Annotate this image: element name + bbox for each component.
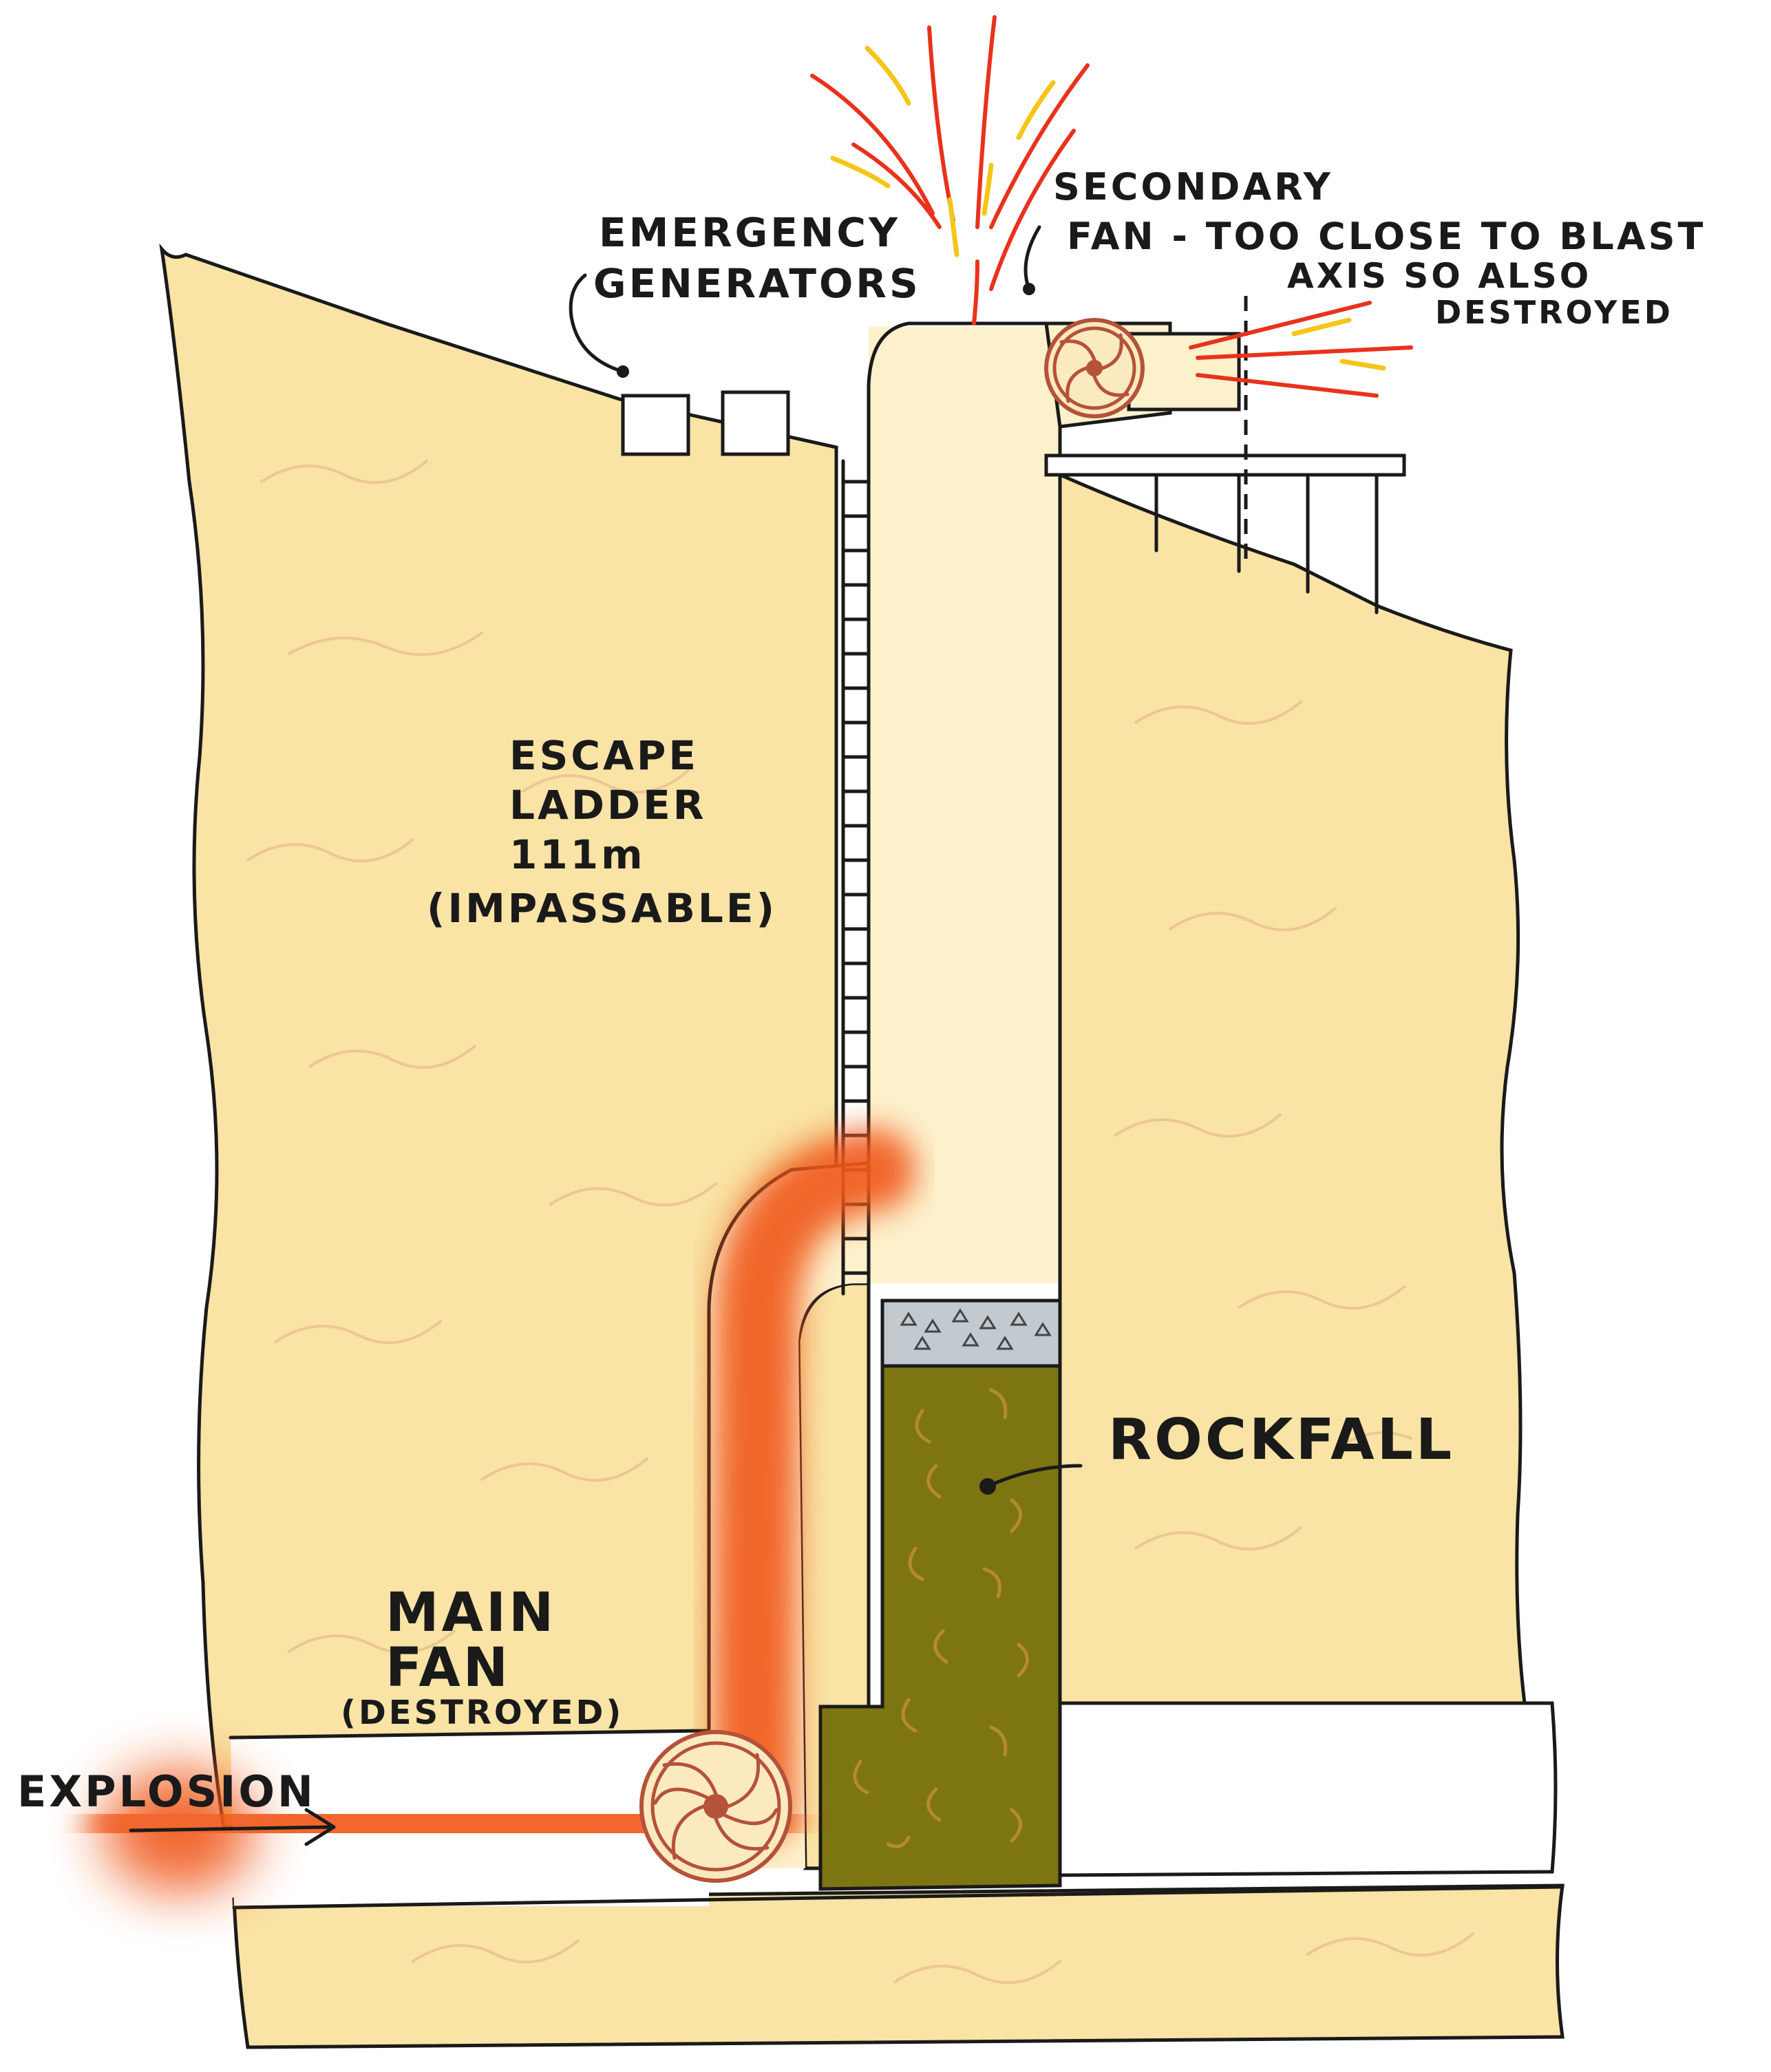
label-escape-ladder-line4: (IMPASSABLE) xyxy=(427,885,777,932)
leader-lines xyxy=(569,225,1083,1495)
rockfall-plug xyxy=(818,1364,1062,1891)
label-main-fan-line2: FAN xyxy=(385,1637,511,1699)
ground-bottom-block xyxy=(232,1883,1565,2049)
blast-glow-bypass xyxy=(712,1129,915,1844)
labels: EMERGENCY GENERATORS SECONDARY FAN - TOO… xyxy=(17,165,1706,1817)
blast-rays xyxy=(810,15,1413,398)
ground-left-block xyxy=(159,243,838,1829)
generator-2 xyxy=(721,390,790,456)
label-escape-ladder-line2: LADDER xyxy=(509,782,706,829)
label-secondary-fan-line4: DESTROYED xyxy=(1435,294,1673,331)
rockfall-texture xyxy=(853,1388,1029,1848)
roadway-floor-line xyxy=(232,1885,1565,1910)
label-emergency-generators-line1: EMERGENCY xyxy=(599,209,900,256)
rubble-mark xyxy=(1034,1322,1052,1336)
label-main-fan-line3: (DESTROYED) xyxy=(341,1694,624,1732)
ground-texture xyxy=(246,460,1474,1985)
surface-platform xyxy=(1044,453,1406,477)
secondary-fan-icon xyxy=(1044,318,1145,418)
label-explosion: EXPLOSION xyxy=(17,1766,316,1817)
main-fan-icon xyxy=(639,1730,792,1883)
rubble-mark xyxy=(913,1336,931,1350)
label-emergency-generators-line2: GENERATORS xyxy=(593,260,921,307)
label-main-fan-line1: MAIN xyxy=(385,1582,556,1644)
label-escape-ladder-line1: ESCAPE xyxy=(509,732,699,779)
label-secondary-fan-line1: SECONDARY xyxy=(1053,165,1333,209)
explosion-arrow-icon xyxy=(129,1808,336,1846)
ground-right-block xyxy=(1058,472,1527,1705)
label-secondary-fan-line3: AXIS SO ALSO xyxy=(1287,256,1591,296)
main-roadway-right xyxy=(1058,1701,1558,1877)
label-escape-ladder-line3: 111m xyxy=(509,831,646,878)
roadway-roof-line xyxy=(229,1729,711,1740)
platform-railing xyxy=(1154,473,1379,615)
generator-1 xyxy=(621,394,690,456)
ground xyxy=(159,243,1565,2049)
rubble-mark xyxy=(996,1336,1014,1350)
label-secondary-fan-line2: FAN - TOO CLOSE TO BLAST xyxy=(1067,215,1706,258)
label-rockfall: ROCKFALL xyxy=(1108,1407,1454,1473)
